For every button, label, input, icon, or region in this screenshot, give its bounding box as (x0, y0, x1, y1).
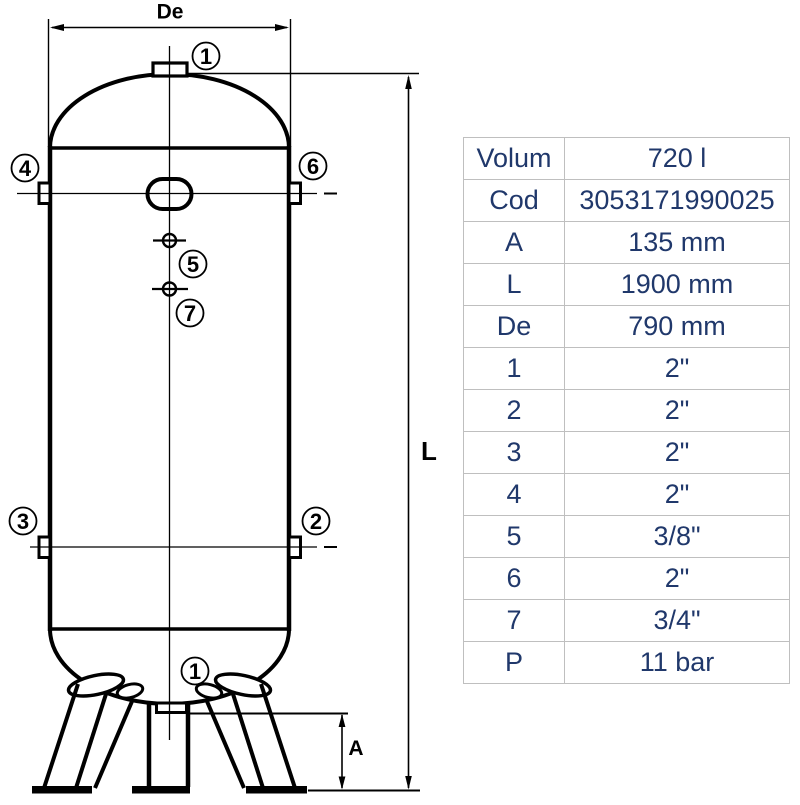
spec-value: 3053171990025 (564, 179, 790, 222)
vessel-drawing-svg: De (8, 1, 437, 794)
spec-value: 3/8" (564, 515, 790, 558)
centerlines (17, 46, 337, 740)
port-label-2: 2 (301, 506, 331, 536)
spec-key: 3 (463, 431, 565, 474)
svg-text:1: 1 (200, 44, 212, 69)
spec-key: 2 (463, 389, 565, 432)
spec-key: 6 (463, 557, 565, 600)
spec-key: 1 (463, 347, 565, 390)
svg-text:5: 5 (187, 252, 199, 277)
spec-value: 790 mm (564, 305, 790, 348)
port-7-symbol (161, 281, 178, 297)
svg-text:7: 7 (184, 301, 196, 326)
port-label-1-top: 1 (191, 41, 221, 71)
port-label-7: 7 (175, 298, 205, 328)
left-leg-collar-inner (115, 682, 145, 700)
a-dimension: A (187, 712, 364, 790)
svg-text:2: 2 (310, 509, 322, 534)
right-foot-pad (246, 786, 307, 794)
spec-key: A (463, 221, 565, 264)
spec-value: 2" (564, 473, 790, 516)
svg-text:6: 6 (307, 154, 319, 179)
spec-value: 720 l (564, 137, 790, 180)
spec-key: 5 (463, 515, 565, 558)
spec-value: 135 mm (564, 221, 790, 264)
svg-text:4: 4 (19, 156, 32, 181)
manhole (145, 177, 194, 211)
a-dimension-label: A (348, 737, 363, 760)
spec-key: P (463, 641, 565, 684)
right-leg-lines (204, 683, 297, 789)
support-legs (32, 672, 307, 794)
spec-value: 2" (564, 431, 790, 474)
port-label-4: 4 (10, 153, 40, 183)
spec-key: L (463, 263, 565, 306)
right-leg-collar-outer (213, 672, 273, 698)
spec-value: 11 bar (564, 641, 790, 684)
spec-value: 2" (564, 389, 790, 432)
left-leg-collar-outer (66, 672, 126, 698)
svg-text:3: 3 (17, 509, 29, 534)
spec-key: Cod (463, 179, 565, 222)
svg-text:1: 1 (189, 659, 201, 684)
port-label-3: 3 (8, 506, 38, 536)
de-dimension: De (47, 1, 292, 147)
port-1-bottom-fitting (155, 701, 188, 714)
de-dimension-label: De (157, 1, 184, 24)
center-leg-lines (146, 703, 191, 787)
small-ports (152, 232, 188, 297)
center-foot-pad (132, 786, 190, 794)
spec-value: 2" (564, 347, 790, 390)
spec-key: De (463, 305, 565, 348)
spec-value: 2" (564, 557, 790, 600)
right-leg-collar-inner (194, 682, 224, 700)
spec-key: 7 (463, 599, 565, 642)
spec-key: Volum (463, 137, 565, 180)
l-dimension-label: L (421, 436, 437, 466)
port-labels: 1 4 6 5 7 3 2 1 (8, 41, 331, 686)
vessel-technical-drawing: De (8, 1, 437, 794)
spec-value: 3/4" (564, 599, 790, 642)
port-label-5: 5 (178, 249, 208, 279)
left-leg-lines (42, 683, 135, 789)
spec-key: 4 (463, 473, 565, 516)
port-label-6: 6 (298, 151, 328, 181)
spec-value: 1900 mm (564, 263, 790, 306)
l-dimension: L (187, 72, 437, 792)
port-5-symbol (161, 232, 178, 249)
left-foot-pad (32, 786, 92, 794)
port-label-1-bottom: 1 (180, 656, 210, 686)
